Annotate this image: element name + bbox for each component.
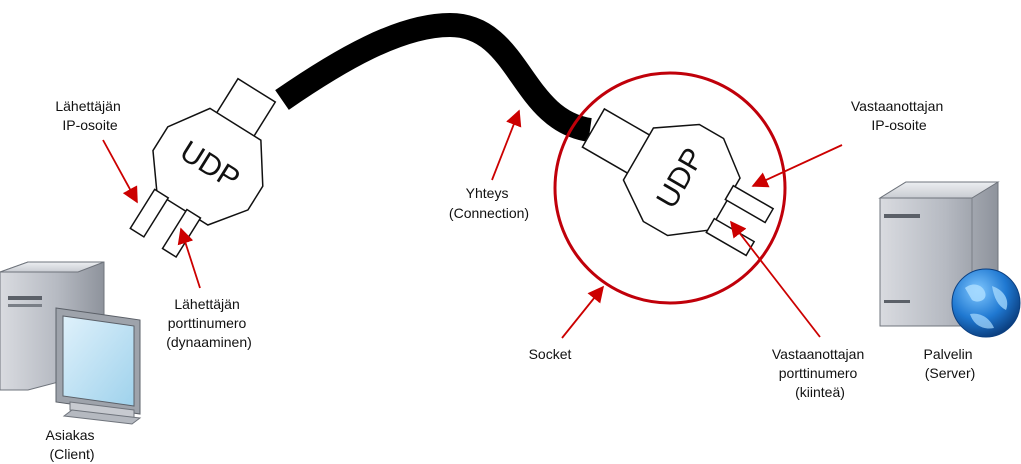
connection-cable [275,12,593,142]
label-sender-port: Lähettäjän porttinumero (dynaaminen) [166,296,252,350]
label-server: Palvelin (Server) [924,346,977,381]
plug-right-prong-1 [705,217,756,257]
arrow-receiver-port [730,220,821,338]
arrow-socket [561,285,605,339]
server-globe-icon [878,181,1021,338]
label-receiver-ip: Vastaanottajan IP-osoite [851,98,947,133]
plug-left: UDP [129,77,277,259]
plug-left-body [152,107,264,226]
socket-ring [553,71,787,305]
plug-right-prong-2 [724,184,775,224]
arrow-sender-ip [102,139,138,204]
label-connection: Yhteys (Connection) [449,185,529,221]
arrow-connection [491,109,522,181]
desktop-computer-icon [0,261,142,425]
label-sender-ip: Lähettäjän IP-osoite [55,98,124,133]
label-client: Asiakas (Client) [46,427,99,462]
label-socket: Socket [529,346,572,362]
plug-right-body [622,123,741,237]
label-receiver-port: Vastaanottajan porttinumero (kiinteä) [772,346,868,400]
plug-right: UDP [581,107,775,257]
arrow-receiver-ip [751,144,843,188]
plug-left-prong-1 [129,188,170,238]
arrow-sender-port [177,227,201,289]
